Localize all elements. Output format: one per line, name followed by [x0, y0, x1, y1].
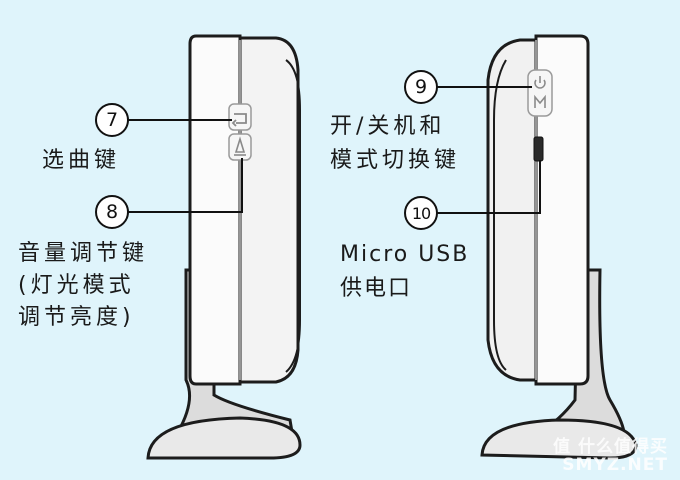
power-mode-button [527, 69, 553, 117]
left-stand-base [146, 416, 302, 460]
callout-number-9: 9 [404, 70, 438, 104]
callout-label-8: 音量调节键 (灯光模式 调节亮度) [18, 241, 149, 330]
right-stand-base [480, 418, 638, 460]
left-body-front [188, 34, 242, 386]
mode-m-icon [534, 94, 546, 108]
left-device [126, 34, 302, 460]
right-body-front [534, 34, 590, 386]
volume-button [228, 133, 252, 161]
power-icon [534, 76, 546, 89]
volume-icon [234, 136, 246, 156]
leader-line-10 [436, 160, 541, 214]
callout-label-9: 开/关机和 模式切换键 [330, 114, 461, 173]
callout-number-10: 10 [404, 196, 438, 230]
leader-line-8 [126, 158, 243, 213]
usb-port-icon [533, 136, 544, 162]
callout-number-7: 7 [95, 103, 129, 137]
track-button [228, 103, 252, 131]
callout-label-10: Micro USB 供电口 [340, 242, 470, 301]
callout-number-8: 8 [95, 195, 129, 229]
watermark: 值 什么值得买 SMYZ.NET [553, 437, 668, 475]
right-device [436, 34, 638, 460]
callout-label-7: 选曲键 [42, 148, 121, 173]
track-skip-icon [231, 113, 247, 127]
